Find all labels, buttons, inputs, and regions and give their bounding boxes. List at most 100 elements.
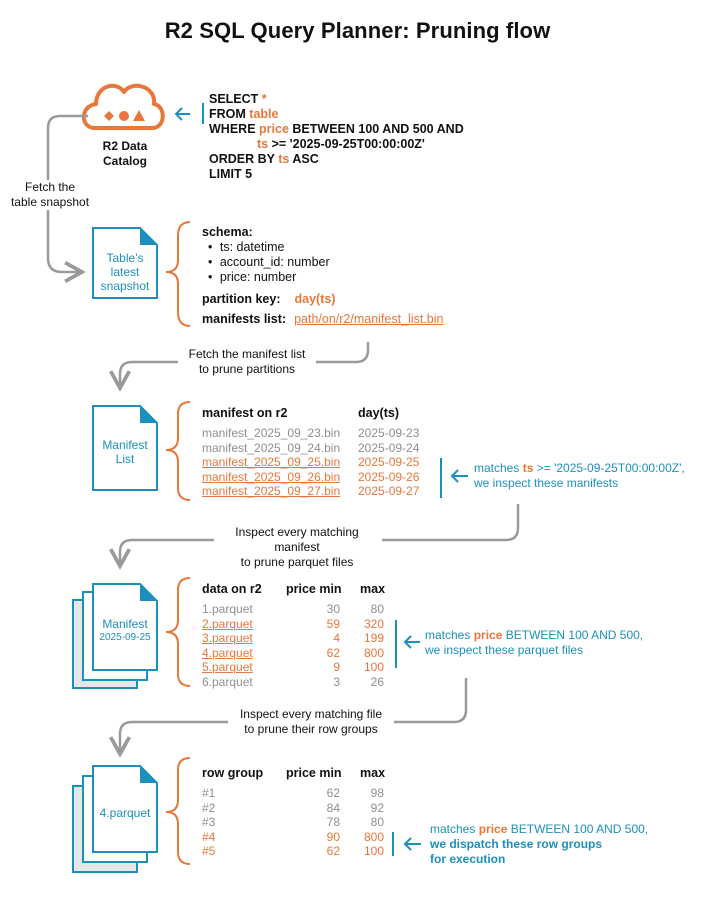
price-min-cell: 3 <box>333 674 340 689</box>
price-max-cell: 800 <box>363 829 384 844</box>
manifest-list-document-icon <box>92 405 158 491</box>
note-marker-parquet <box>395 620 420 668</box>
schema-field: • ts: datetime <box>208 240 285 254</box>
price-min-cell: 84 <box>326 800 340 815</box>
brace-parquet <box>165 757 191 865</box>
price-min-cell: 30 <box>326 602 340 616</box>
parquet-file-cell: 2.parquet <box>202 616 253 631</box>
manifest-table: data on r2 price min max 1.parquet 30 80 2.… <box>202 582 392 692</box>
price-min-cell: 4 <box>333 631 340 645</box>
price-min-cell: 9 <box>333 660 340 674</box>
price-max-cell: 80 <box>370 602 384 616</box>
manifest-col-min: price min <box>286 582 342 596</box>
manifest-day-cell: 2025-09-27 <box>358 484 420 498</box>
brace-manifest-list <box>165 401 191 501</box>
query-arrow <box>174 103 204 124</box>
price-max-cell: 199 <box>363 631 384 645</box>
catalog-label: R2 Data Catalog <box>90 139 160 169</box>
parquet-doc-label: 4.parquet <box>99 806 151 820</box>
parquet-note: matches price BETWEEN 100 AND 500, we di… <box>430 822 649 866</box>
manifest-file-cell: manifest_2025_09_26.bin <box>202 469 341 484</box>
snapshot-document-icon <box>92 227 158 299</box>
parquet-file-cell: 1.parquet <box>202 602 253 616</box>
manifest-day-cell: 2025-09-24 <box>358 440 420 455</box>
step-inspect-files: Inspect every matching file to prune the… <box>239 707 383 736</box>
manifest-day-cell: 2025-09-26 <box>358 469 420 484</box>
snapshot-doc-label: Table's latest snapshot <box>100 251 150 293</box>
note-marker-rowgroups <box>392 832 421 856</box>
price-max-cell: 800 <box>363 645 384 660</box>
price-max-cell: 100 <box>363 844 384 858</box>
sql-where-line: WHERE price BETWEEN 100 AND 500 AND <box>209 122 464 136</box>
manifest-stack-icon <box>72 583 158 689</box>
parquet-col-max: max <box>360 766 386 780</box>
sql-order-line: ORDER BY ts ASC <box>209 152 319 166</box>
brace-snapshot <box>165 221 191 327</box>
step-fetch-snapshot: Fetch the table snapshot <box>2 180 98 210</box>
price-max-cell: 80 <box>370 815 384 829</box>
partition-key-row: partition key:day(ts) <box>202 292 336 306</box>
price-min-cell: 59 <box>326 616 340 631</box>
price-max-cell: 92 <box>370 800 384 815</box>
sql-query: SELECT * FROM table WHERE price BETWEEN … <box>209 92 464 182</box>
flow-arrow-2 <box>120 342 370 388</box>
flow-arrow-3 <box>120 504 520 566</box>
flow-arrow-4 <box>120 678 468 754</box>
step-fetch-manifest-list: Fetch the manifest list to prune partiti… <box>188 347 306 376</box>
price-min-cell: 62 <box>326 844 340 858</box>
step-inspect-manifest: Inspect every matching manifest to prune… <box>235 525 359 569</box>
manifest-file-cell: manifest_2025_09_23.bin <box>202 426 341 440</box>
schema-field: • account_id: number <box>208 255 330 269</box>
price-min-cell: 62 <box>326 786 340 800</box>
manifest-col-file: data on r2 <box>202 582 262 596</box>
manifest-list-doc-label: Manifest List <box>102 438 148 466</box>
manifest-file-cell: manifest_2025_09_25.bin <box>202 455 341 469</box>
parquet-file-cell: 4.parquet <box>202 645 253 660</box>
parquet-file-cell: 6.parquet <box>202 674 253 689</box>
row-group-cell: #4 <box>202 829 216 844</box>
manifest-file-cell: manifest_2025_09_27.bin <box>202 484 341 498</box>
schema-label: schema: <box>202 225 253 239</box>
manifest-list-col-file: manifest on r2 <box>202 406 288 420</box>
manifest-list-table: manifest on r2 day(ts) manifest_2025_09_… <box>202 406 442 506</box>
parquet-col-group: row group <box>202 766 264 780</box>
sql-and-line: ts >= '2025-09-25T00:00:00Z' <box>257 137 425 151</box>
row-group-cell: #3 <box>202 815 216 829</box>
price-max-cell: 320 <box>363 616 384 631</box>
schema-field: • price: number <box>208 270 297 284</box>
catalog-label-line1: R2 Data <box>102 139 148 153</box>
sql-from-line: FROM table <box>209 107 279 121</box>
manifests-list-row: manifests list:path/on/r2/manifest_list.… <box>202 312 444 326</box>
manifest-day-cell: 2025-09-23 <box>358 426 420 440</box>
parquet-file-cell: 3.parquet <box>202 631 253 645</box>
parquet-table: row group price min max #1 62 98 #2 84 92 #3 78… <box>202 766 392 866</box>
price-max-cell: 26 <box>370 674 384 689</box>
parquet-stack-icon <box>72 765 158 873</box>
row-group-cell: #5 <box>202 844 216 858</box>
manifest-note: matches price BETWEEN 100 AND 500, we in… <box>425 628 644 657</box>
sql-limit-line: LIMIT 5 <box>209 167 253 181</box>
snapshot-details: schema: • ts: datetime • account_id: num… <box>202 225 443 327</box>
brace-manifest <box>165 577 191 687</box>
sql-select-line: SELECT * <box>209 92 267 106</box>
manifest-day-cell: 2025-09-25 <box>358 455 420 469</box>
note-marker-manifests <box>440 458 468 498</box>
price-min-cell: 90 <box>326 829 340 844</box>
manifest-list-note: matches ts >= '2025-09-25T00:00:00Z', we… <box>474 461 685 490</box>
price-max-cell: 100 <box>363 660 384 674</box>
parquet-col-min: price min <box>286 766 342 780</box>
manifest-doc-label: Manifest 2025-09-25 <box>99 617 151 643</box>
manifest-col-max: max <box>360 582 386 596</box>
cloud-icon <box>81 83 165 130</box>
manifest-list-col-day: day(ts) <box>358 406 399 420</box>
parquet-file-cell: 5.parquet <box>202 660 253 674</box>
row-group-cell: #2 <box>202 800 216 815</box>
price-min-cell: 62 <box>326 645 340 660</box>
catalog-label-line2: Catalog <box>102 154 147 168</box>
price-min-cell: 78 <box>326 815 340 829</box>
manifest-file-cell: manifest_2025_09_24.bin <box>202 440 341 455</box>
price-max-cell: 98 <box>370 786 384 800</box>
row-group-cell: #1 <box>202 786 216 800</box>
page-title: R2 SQL Query Planner: Pruning flow <box>164 18 551 43</box>
